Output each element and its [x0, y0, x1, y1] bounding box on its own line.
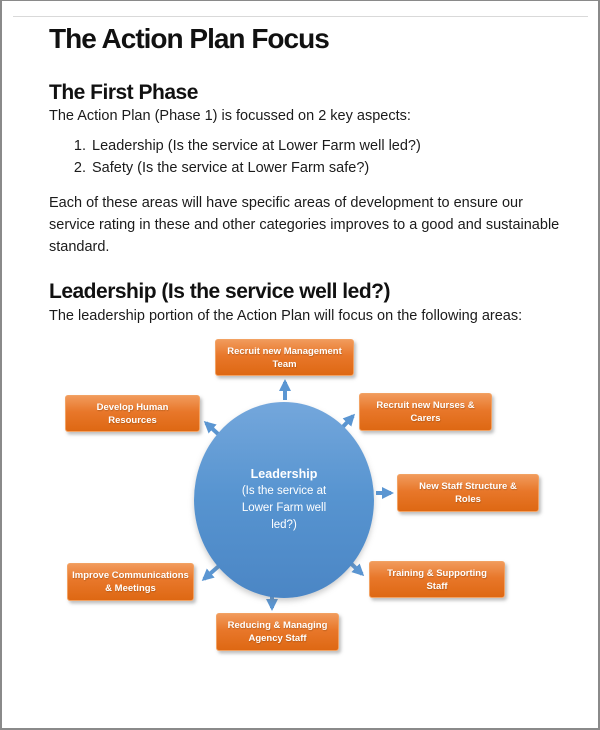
first-phase-intro: The Action Plan (Phase 1) is focussed on…: [49, 108, 411, 124]
leadership-heading: Leadership (Is the service well led?): [49, 280, 390, 303]
circle-title: Leadership: [250, 467, 318, 481]
node-label: Reducing & Managing Agency Staff: [227, 620, 328, 644]
circle-subtitle: (Is the service at Lower Farm well led?): [241, 485, 327, 531]
arrow-lower-right-icon: [338, 551, 365, 577]
arrow-lower-left-icon: [201, 556, 230, 581]
node-staff-structure: New Staff Structure & Roles: [397, 474, 539, 512]
node-recruit-nurses: Recruit new Nurses & Carers: [359, 393, 492, 431]
node-training-staff: Training & Supporting Staff: [369, 561, 505, 598]
node-label: Develop Human Resources: [96, 401, 169, 426]
first-phase-heading: The First Phase: [49, 81, 198, 104]
arrow-upper-left-icon: [203, 420, 230, 445]
node-label: Recruit new Nurses & Carers: [376, 400, 475, 424]
list-item-leadership: Leadership (Is the service at Lower Farm…: [90, 136, 421, 158]
page-title: The Action Plan Focus: [49, 23, 330, 54]
key-aspects-list: Leadership (Is the service at Lower Farm…: [49, 136, 421, 179]
list-item-safety: Safety (Is the service at Lower Farm saf…: [90, 158, 421, 180]
first-phase-paragraph: Each of these areas will have specific a…: [49, 195, 560, 255]
node-develop-hr: Develop Human Resources: [65, 395, 200, 432]
node-label: Improve Communications & Meetings: [72, 570, 189, 594]
node-improve-communications: Improve Communications & Meetings: [67, 563, 194, 601]
arrow-upper-right-icon: [337, 413, 356, 433]
node-label: New Staff Structure & Roles: [419, 481, 517, 505]
header-rule: [13, 16, 588, 17]
leadership-intro: The leadership portion of the Action Pla…: [49, 308, 523, 324]
node-recruit-management: Recruit new Management Team: [215, 339, 354, 376]
diagram-center-circle: Leadership (Is the service at Lower Farm…: [194, 402, 374, 598]
node-label: Recruit new Management Team: [227, 345, 342, 370]
node-label: Training & Supporting Staff: [387, 567, 487, 592]
node-reducing-agency-staff: Reducing & Managing Agency Staff: [216, 613, 339, 651]
